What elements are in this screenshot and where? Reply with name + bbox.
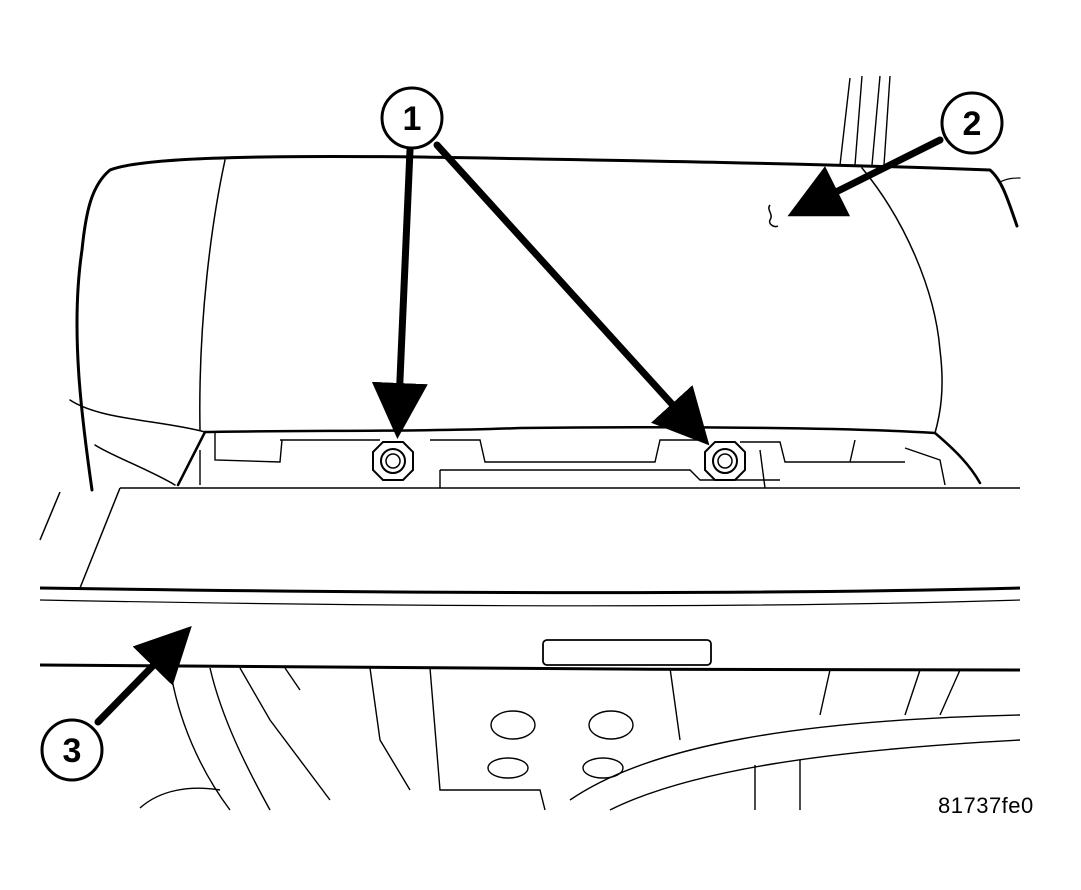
callout-1-label: 1: [403, 100, 422, 138]
arrow-2: [787, 136, 944, 217]
arrow-1-right: [433, 141, 710, 446]
nut-right: [704, 441, 746, 481]
leader-arrows: [94, 136, 944, 726]
wire-hook: [768, 204, 779, 228]
seat-back-outline: [69, 154, 1021, 492]
arrow-3: [94, 625, 192, 726]
seat-frame-posts: [839, 75, 891, 166]
mounting-bracket: [199, 432, 946, 489]
callout-2-label: 2: [963, 105, 982, 143]
figure-reference-code: 81737fe0: [938, 793, 1034, 818]
callout-1: 1: [380, 86, 444, 150]
callout-2: 2: [940, 91, 1004, 155]
arrow-1-left: [371, 146, 428, 439]
nut-left: [372, 441, 414, 481]
callout-3-label: 3: [63, 732, 82, 770]
lower-floor-structure: [139, 667, 1021, 811]
trim-panel: [39, 485, 1021, 672]
callout-3: 3: [40, 718, 104, 782]
